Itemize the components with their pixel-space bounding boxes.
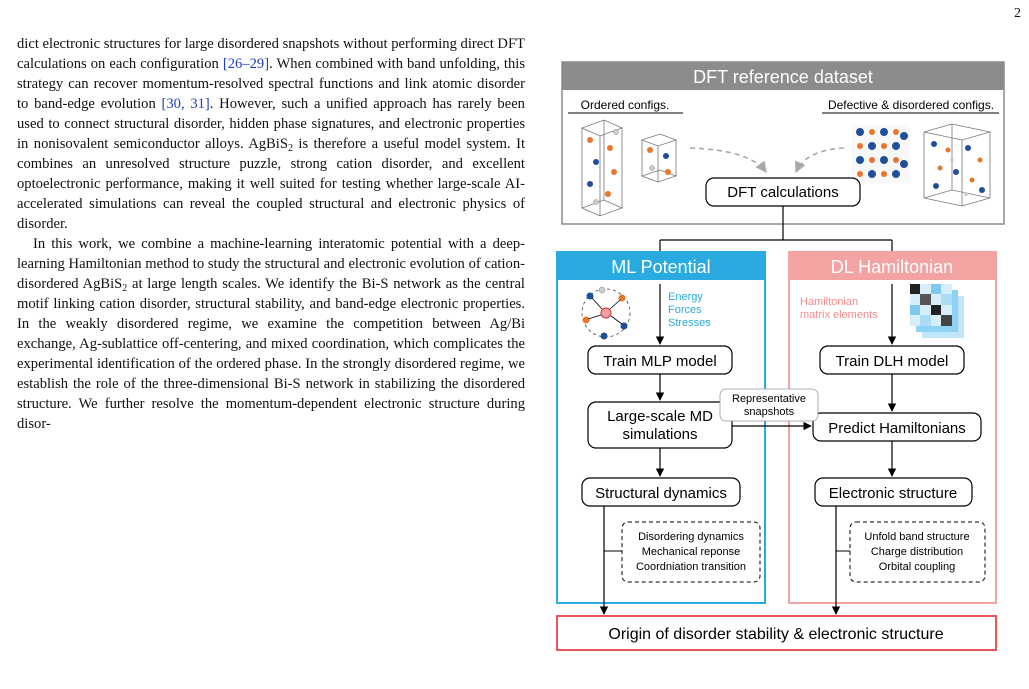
citation-link[interactable]: [26–29] — [222, 56, 270, 72]
ordered-structure-image — [580, 119, 678, 217]
dl-hamiltonian-title: DL Hamiltonian — [831, 257, 953, 277]
dft-calculations-label: DFT calculations — [727, 184, 838, 201]
train-dlh-label: Train DLH model — [836, 353, 949, 370]
electronic-structure-label: Electronic structure — [829, 485, 957, 502]
ml-result-item: Mechanical reponse — [642, 546, 740, 558]
origin-box — [556, 615, 997, 651]
ordered-configs-label: Ordered configs. — [581, 98, 670, 112]
predict-hamiltonians-label: Predict Hamiltonians — [828, 420, 966, 437]
hamiltonian-matrix-icon — [910, 284, 964, 338]
paragraph-2: In this work, we combine a machine-learn… — [17, 236, 525, 432]
dl-results-list-box — [849, 521, 986, 583]
ml-result-item: Coordniation transition — [636, 561, 746, 573]
ordered-atoms — [587, 129, 671, 205]
ml-result-item: Disordering dynamics — [638, 531, 744, 543]
md-simulations-label-line2: simulations — [622, 426, 697, 443]
origin-label: Origin of disorder stability & electroni… — [608, 626, 943, 643]
snapshots-label-line2: snapshots — [744, 406, 795, 418]
snapshots-label-line1: Representative — [732, 393, 806, 405]
dl-result-item: Charge distribution — [871, 546, 963, 558]
ml-potential-title: ML Potential — [611, 257, 710, 277]
dft-panel-title: DFT reference dataset — [693, 67, 873, 87]
disordered-structure-image — [852, 123, 991, 207]
structural-dynamics-box — [581, 477, 741, 507]
body-text-column: dict electronic structures for large dis… — [17, 34, 525, 434]
ml-output-stresses: Stresses — [668, 317, 711, 329]
ml-output-forces: Forces — [668, 304, 702, 316]
predict-hamiltonians-box — [812, 412, 982, 442]
dashed-arrow — [689, 147, 767, 173]
dashed-arrow — [795, 147, 845, 174]
page-number: 2 — [1014, 6, 1021, 21]
dft-panel-header — [562, 62, 1004, 90]
citation-link[interactable]: [30, 31] — [161, 96, 210, 112]
dl-result-item: Unfold band structure — [864, 531, 969, 543]
md-simulations-label-line1: Large-scale MD — [607, 408, 713, 425]
ml-potential-header — [557, 252, 765, 280]
train-mlp-label: Train MLP model — [603, 353, 716, 370]
dl-result-item: Orbital coupling — [879, 561, 955, 573]
paragraph-1: dict electronic structures for large dis… — [17, 36, 526, 232]
ml-output-energy: Energy — [668, 291, 703, 303]
dl-output-matrix-elements: matrix elements — [800, 309, 878, 321]
structural-dynamics-label: Structural dynamics — [595, 485, 727, 502]
snapshots-label-box — [719, 388, 819, 422]
electronic-structure-box — [814, 477, 973, 507]
defective-configs-label: Defective & disordered configs. — [828, 98, 994, 112]
atom-force-icon — [581, 286, 631, 340]
ml-results-list-box — [621, 521, 761, 583]
dl-hamiltonian-header — [789, 252, 996, 280]
dl-output-hamiltonian: Hamiltonian — [800, 296, 858, 308]
